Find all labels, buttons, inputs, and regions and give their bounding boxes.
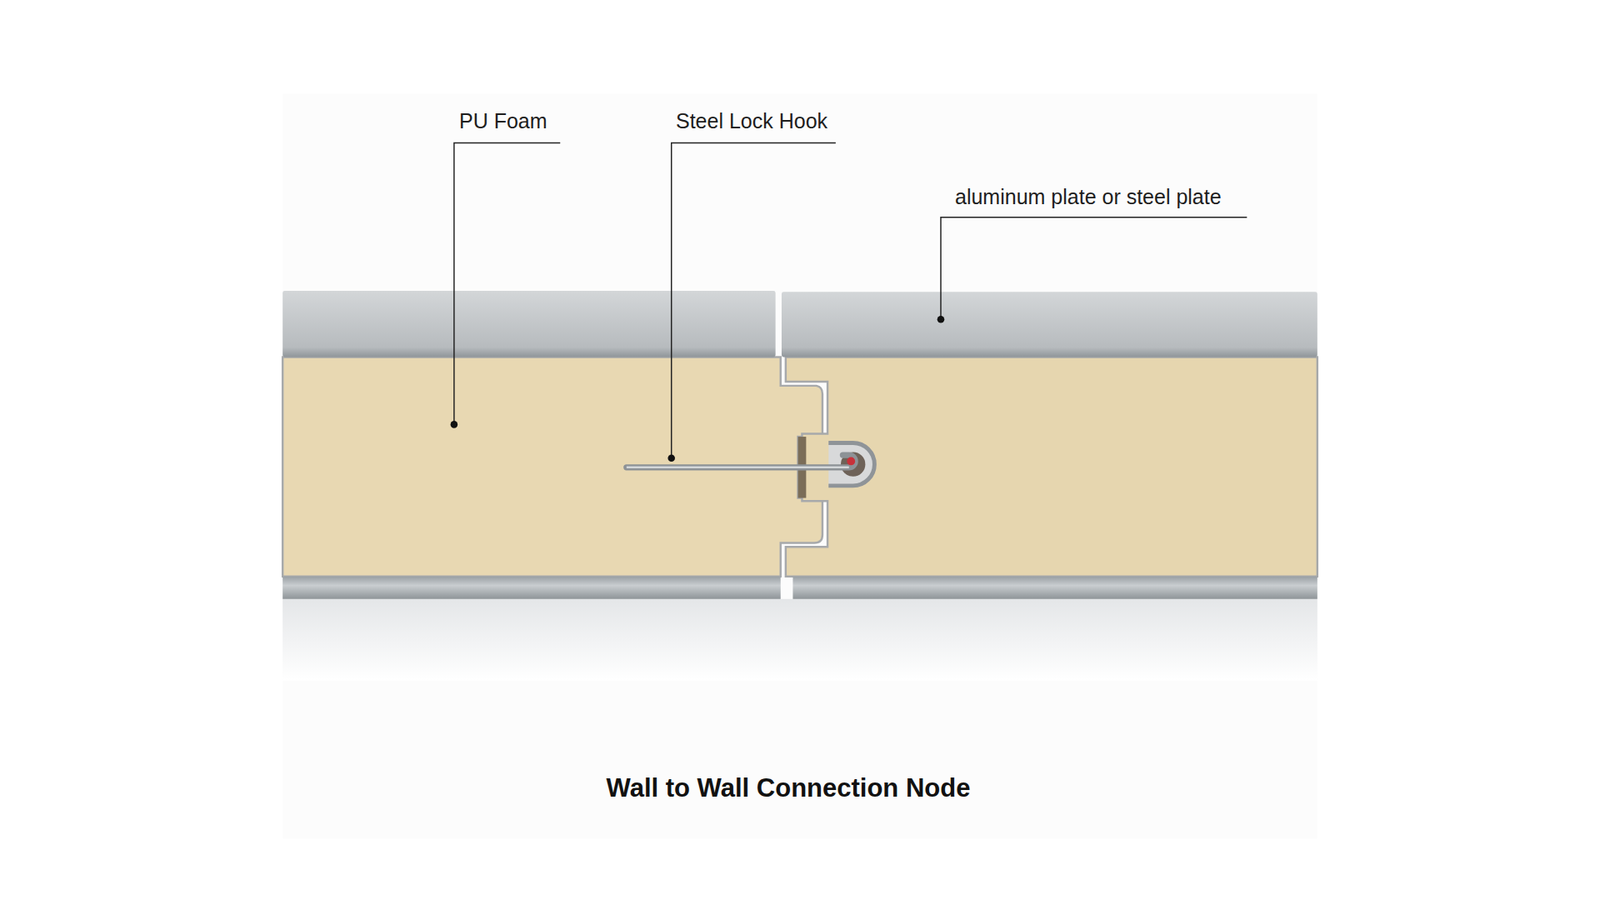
callout-label: aluminum plate or steel plate xyxy=(955,186,1222,208)
bottom-plate-left xyxy=(282,576,781,600)
foam-core-right xyxy=(785,357,1318,577)
leader-dot xyxy=(667,455,675,463)
lock-housing xyxy=(828,442,875,485)
leader-dot xyxy=(937,315,945,324)
leader-line xyxy=(454,142,560,425)
hook-highlight xyxy=(626,466,850,469)
callout-label: Steel Lock Hook xyxy=(675,110,828,132)
bottom-plate-right xyxy=(792,576,1317,600)
reflection xyxy=(282,599,1318,681)
top-plate-right xyxy=(781,291,1318,357)
leader-line xyxy=(671,142,836,458)
leader-dot xyxy=(450,420,459,429)
leader-line xyxy=(940,217,1247,320)
top-plate-left xyxy=(282,290,775,358)
callout-label: PU Foam xyxy=(459,110,548,132)
backdrop xyxy=(282,94,1318,840)
lock-pin xyxy=(846,457,855,466)
steel-lock-hook xyxy=(626,455,855,468)
caption: Wall to Wall Connection Node xyxy=(0,775,1577,801)
